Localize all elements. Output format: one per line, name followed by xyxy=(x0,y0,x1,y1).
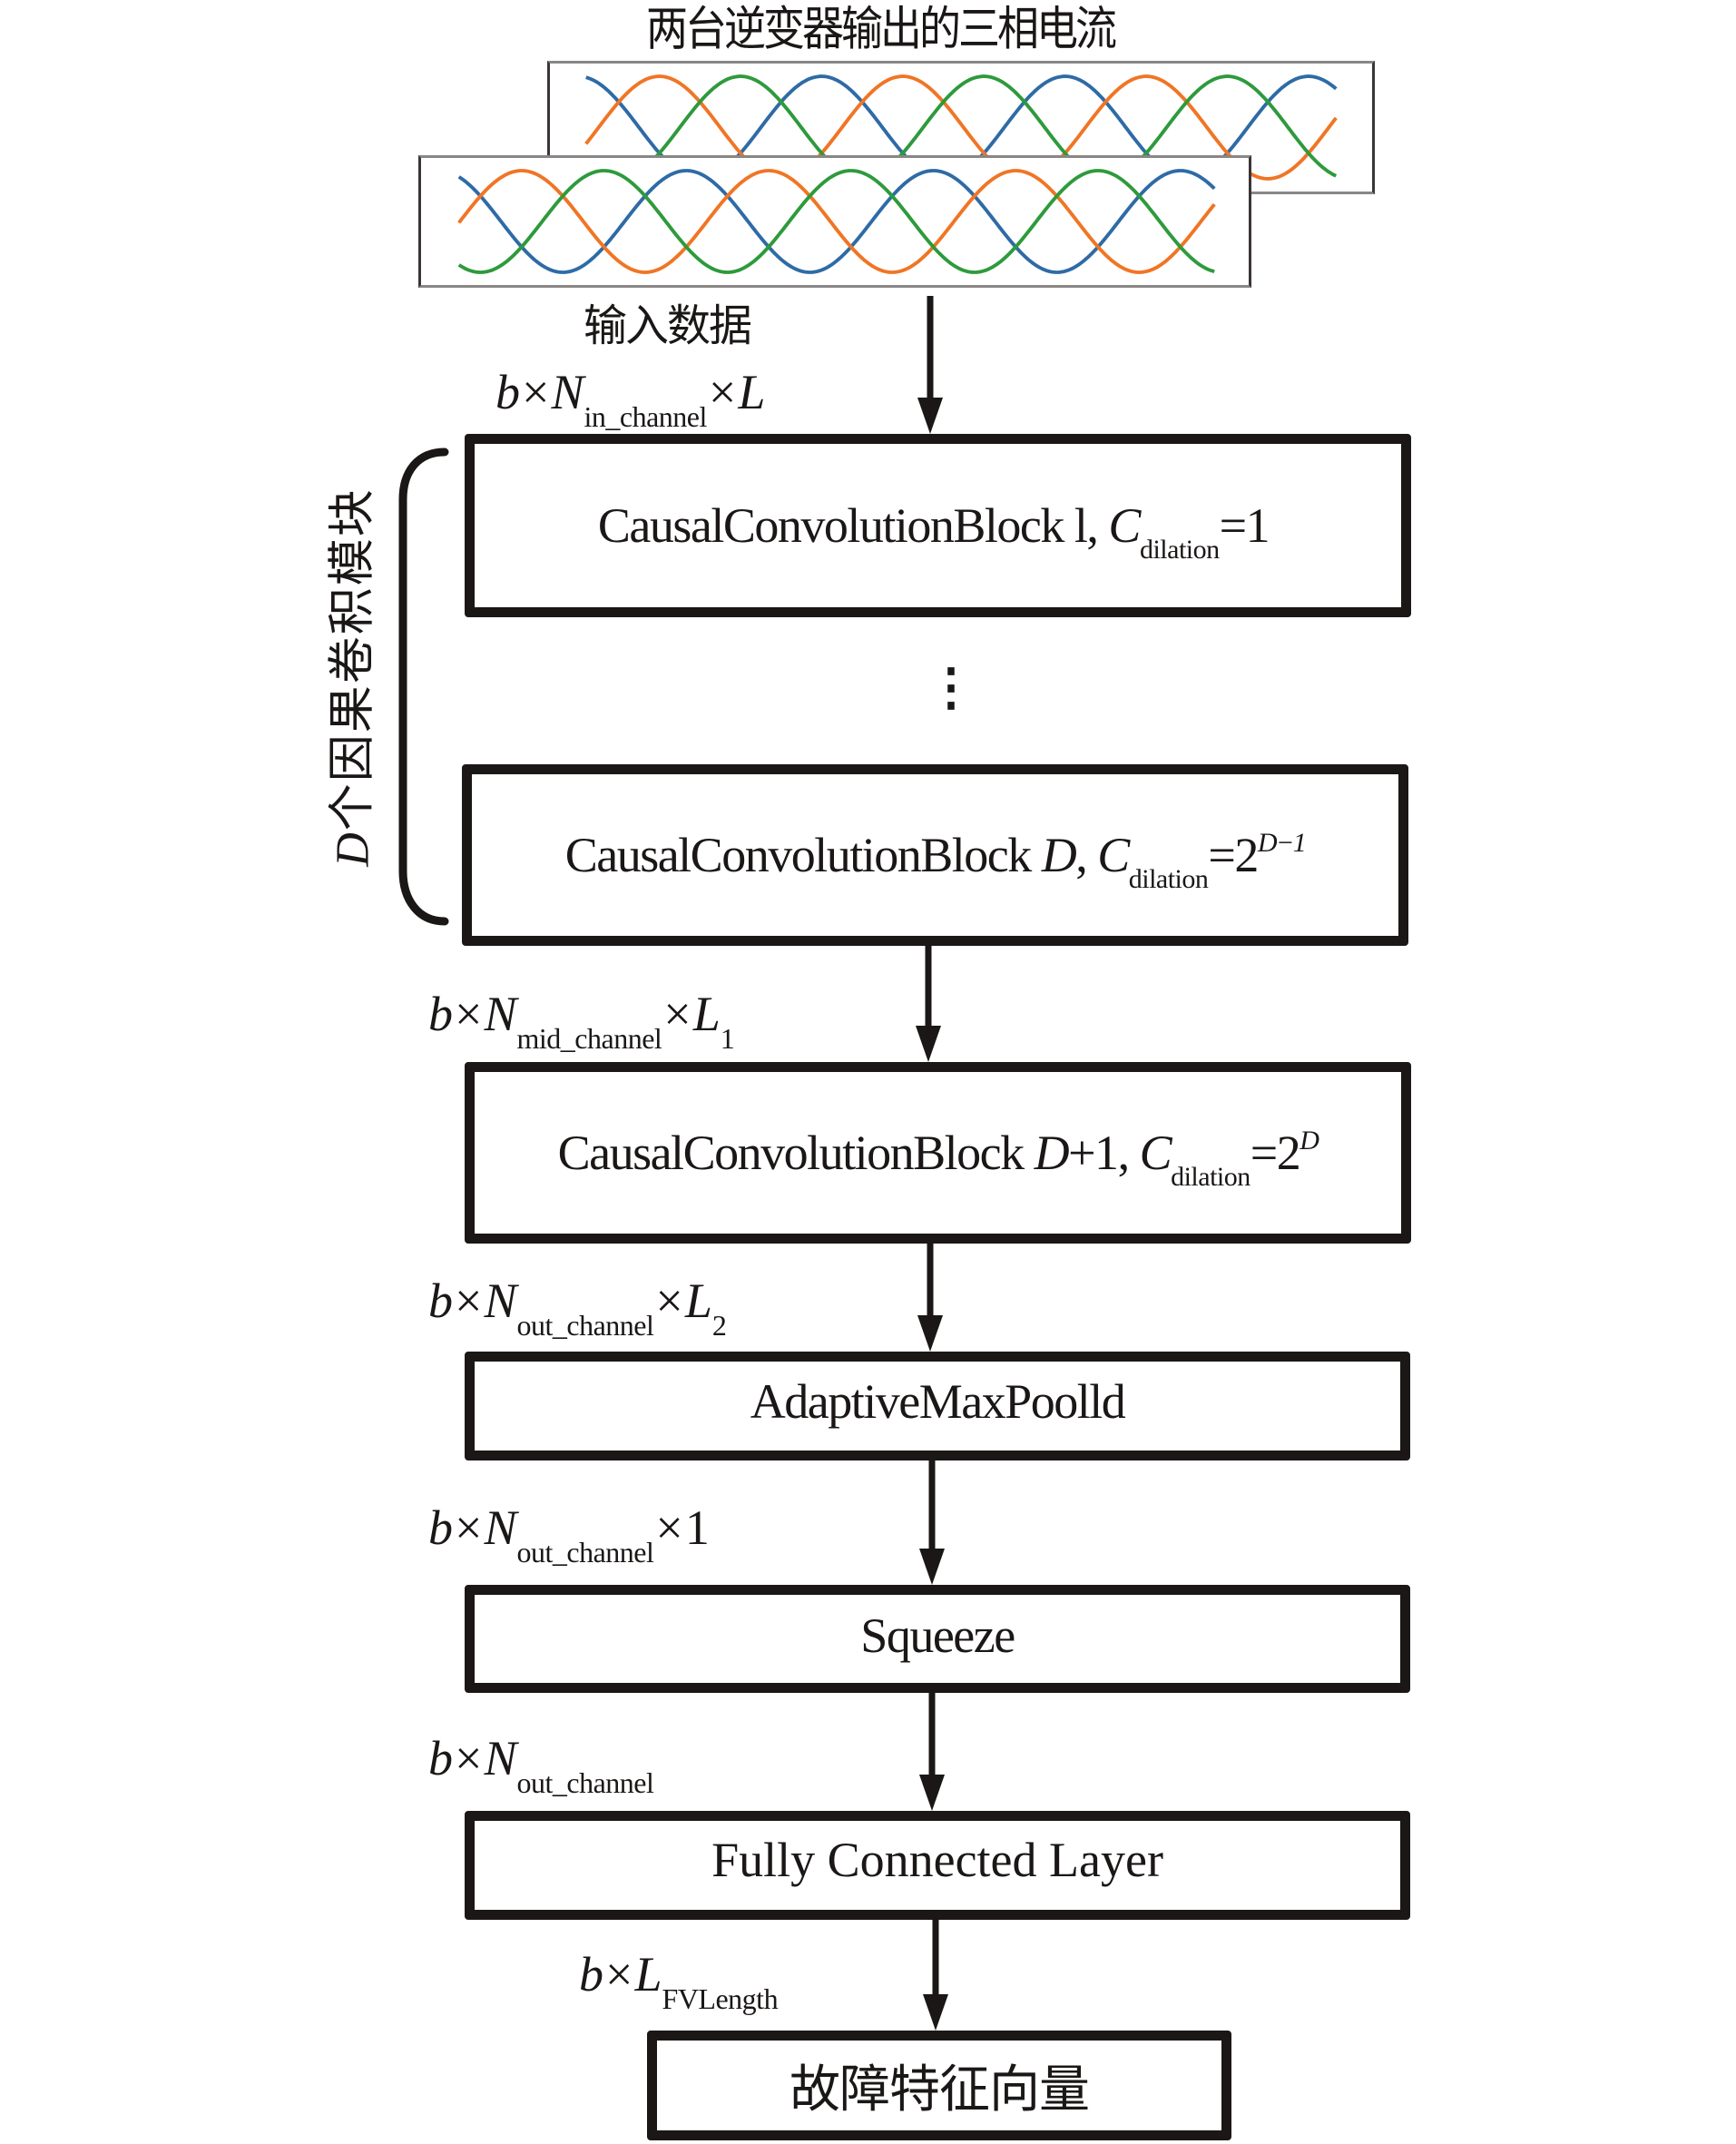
dim-var: L xyxy=(634,1947,662,2001)
dim-sub: out_channel xyxy=(516,1309,654,1342)
input-source-title: 两台逆变器输出的三相电流 xyxy=(646,3,1117,55)
dim-batch: b xyxy=(495,365,520,419)
dim-post-sub: 1 xyxy=(720,1022,735,1055)
fault-feature-vector-label: 故障特征向量 xyxy=(790,2062,1090,2119)
dim-sub: out_channel xyxy=(516,1766,654,1799)
arrow-blockd1-to-pool xyxy=(917,1244,943,1352)
dim-post-sub: 2 xyxy=(711,1309,727,1342)
dim-label-input: b×Nin_channel×L xyxy=(495,365,766,433)
squeeze-label: Squeeze xyxy=(860,1608,1015,1663)
causal-block-d-label: CausalConvolutionBlock D, Cdilation=2D−1 xyxy=(564,828,1307,894)
waveform-phase-b xyxy=(584,74,1338,181)
dim-var: N xyxy=(484,987,517,1041)
dim-post: L xyxy=(692,987,721,1041)
dim-batch: b xyxy=(428,1274,453,1328)
three-phase-waveform xyxy=(457,169,1216,274)
times-sign: × xyxy=(655,1274,683,1328)
dim-var: N xyxy=(551,365,584,419)
waveform-phase-c xyxy=(584,74,1338,181)
dim-sub: in_channel xyxy=(584,400,708,433)
fully-connected-label: Fully Connected Layer xyxy=(711,1833,1163,1887)
dim-sub: mid_channel xyxy=(516,1022,662,1055)
dim-label-pooled: b×Nout_channel×1 xyxy=(428,1500,710,1569)
times-sign: × xyxy=(655,1500,683,1555)
adaptive-max-pool-block: AdaptiveMaxPoolld xyxy=(465,1352,1410,1460)
dim-batch: b xyxy=(428,1731,453,1785)
dim-post: L xyxy=(684,1274,712,1328)
times-sign: × xyxy=(455,1274,483,1328)
waveform-phase-b xyxy=(457,169,1216,274)
waveform-phase-c xyxy=(457,169,1215,274)
arrow-fc-to-output xyxy=(923,1920,948,2031)
waveform-panel-inverter-1 xyxy=(418,155,1251,288)
fault-feature-vector-block: 故障特征向量 xyxy=(647,2031,1231,2140)
input-data-label: 输入数据 xyxy=(583,302,752,350)
times-sign: × xyxy=(455,987,483,1041)
dim-var: N xyxy=(484,1500,517,1555)
dim-var: N xyxy=(484,1731,517,1785)
dim-label-squeezed: b×Nout_channel xyxy=(428,1731,654,1799)
causal-block-group-label: D个因果卷积模块 xyxy=(314,487,382,867)
causal-block-d-plus-1: CausalConvolutionBlock D+1, Cdilation=2D xyxy=(465,1062,1411,1244)
dim-sub: FVLength xyxy=(662,1982,779,2015)
dim-var: N xyxy=(484,1274,517,1328)
times-sign: × xyxy=(605,1947,633,2001)
dim-sub: out_channel xyxy=(516,1536,654,1569)
squeeze-block: Squeeze xyxy=(465,1585,1410,1693)
causal-block-d: CausalConvolutionBlock D, Cdilation=2D−1 xyxy=(462,764,1408,946)
dim-batch: b xyxy=(428,987,453,1041)
waveform-phase-a xyxy=(457,169,1216,274)
causal-block-1: CausalConvolutionBlock l, Cdilation=1 xyxy=(465,434,1411,617)
arrow-input-to-block1 xyxy=(917,296,943,434)
dim-batch: b xyxy=(579,1947,603,2001)
arrow-pool-to-squeeze xyxy=(919,1460,945,1585)
dim-post: L xyxy=(738,365,766,419)
times-sign: × xyxy=(455,1731,483,1785)
times-sign: × xyxy=(455,1500,483,1555)
causal-block-1-label: CausalConvolutionBlock l, Cdilation=1 xyxy=(597,498,1270,565)
dim-post: 1 xyxy=(684,1500,710,1555)
dim-label-feature: b×LFVLength xyxy=(579,1947,779,2015)
arrow-blockd-to-blockd1 xyxy=(916,946,941,1062)
fully-connected-block: Fully Connected Layer xyxy=(465,1811,1410,1920)
adaptive-max-pool-label: AdaptiveMaxPoolld xyxy=(750,1374,1126,1429)
group-var: D xyxy=(327,831,379,867)
dim-label-mid: b×Nmid_channel×L1 xyxy=(428,987,735,1055)
group-text: 个因果卷积模块 xyxy=(327,487,379,831)
times-sign: × xyxy=(663,987,691,1041)
causal-block-d-plus-1-label: CausalConvolutionBlock D+1, Cdilation=2D xyxy=(557,1126,1319,1192)
dim-label-out: b×Nout_channel×L2 xyxy=(428,1274,727,1342)
dim-batch: b xyxy=(428,1500,453,1555)
times-sign: × xyxy=(522,365,550,419)
group-brace xyxy=(398,447,449,926)
arrow-squeeze-to-fc xyxy=(919,1693,945,1811)
ellipsis-icon: ⋮ xyxy=(926,660,976,716)
times-sign: × xyxy=(708,365,737,419)
